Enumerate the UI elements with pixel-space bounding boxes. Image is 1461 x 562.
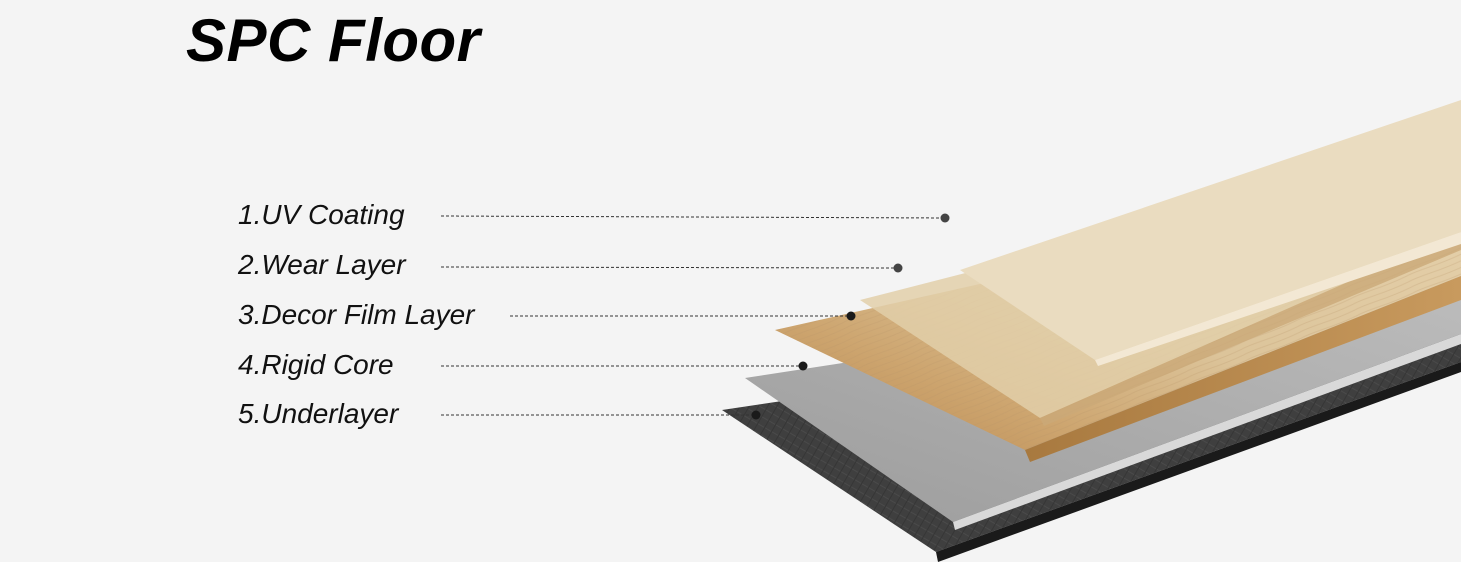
leader-line-wear-layer <box>440 266 899 269</box>
leader-dot-rigid-core <box>798 361 808 371</box>
underlayer-edge <box>936 362 1461 562</box>
uv-coating-edge <box>1095 232 1461 366</box>
leader-lines <box>440 215 946 416</box>
leader-line-uv-coating <box>440 215 946 219</box>
decor-film-edge <box>1025 276 1461 462</box>
leader-dot-wear-layer <box>893 263 903 273</box>
leader-dots <box>751 213 950 420</box>
leader-dot-decor-film <box>846 311 856 321</box>
page-title: SPC Floor <box>186 7 481 74</box>
layer-label-decor-film: 3.Decor Film Layer <box>238 299 475 330</box>
layer-label-wear-layer: 2.Wear Layer <box>238 249 406 280</box>
leader-dot-uv-coating <box>940 213 950 223</box>
rigid-core-edge <box>953 334 1461 530</box>
uv-coating-surface <box>960 100 1461 360</box>
layer-label-underlayer: 5.Underlayer <box>238 398 399 429</box>
layer-label-uv-coating: 1.UV Coating <box>238 199 405 230</box>
wear-layer-edge <box>1040 232 1461 426</box>
layer-label-rigid-core: 4.Rigid Core <box>238 349 394 380</box>
leader-dot-underlayer <box>751 410 761 420</box>
